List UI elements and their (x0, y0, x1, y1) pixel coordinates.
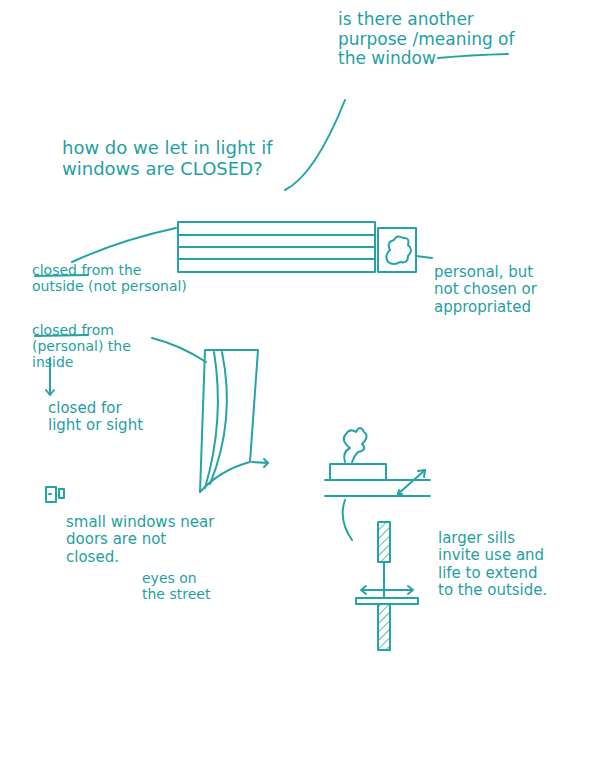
handwritten-note: personal, but not chosen or appropriated (434, 264, 559, 316)
arrow-head (361, 586, 366, 594)
plant-symbol (386, 236, 411, 264)
wall-section (378, 522, 390, 562)
handwritten-note: closed from the outside (not personal) (32, 262, 197, 294)
handwritten-note: how do we let in light if windows are CL… (62, 138, 277, 179)
blind-slat (178, 234, 375, 236)
plant-symbol (344, 428, 367, 462)
leader-line (285, 100, 345, 190)
underline (438, 54, 508, 58)
sill-line (325, 495, 430, 497)
blind-slat (178, 258, 375, 260)
small-window-symbol (59, 489, 64, 498)
arrow-head (408, 586, 413, 594)
door-symbol (46, 487, 56, 502)
blind-slat (178, 246, 375, 248)
arrow-head (264, 459, 268, 467)
handwritten-note: closed for light or sight (48, 400, 148, 435)
plant-window (378, 228, 416, 272)
arrow-head (46, 390, 54, 395)
handwritten-note: small windows near doors are not closed. (66, 514, 216, 566)
leader-line (343, 500, 352, 540)
blinds-window (178, 222, 375, 272)
window-pane (383, 562, 385, 598)
handwritten-note: larger sills invite use and life to exte… (438, 530, 556, 599)
handwritten-note: is there another purpose /meaning of the… (338, 10, 538, 69)
door-knob (49, 493, 51, 495)
leader-line (72, 228, 176, 262)
curtain-fold (210, 352, 227, 484)
arrow-head (418, 470, 425, 477)
handwritten-note: closed from (personal) the inside (32, 322, 150, 370)
arrow (362, 589, 412, 591)
handwritten-note: eyes on the street (142, 570, 217, 602)
curtain (200, 350, 258, 492)
arrow (252, 462, 268, 463)
leader-line (416, 256, 432, 258)
wall-section (378, 604, 390, 650)
planter-box (330, 464, 386, 480)
arrow-head (398, 490, 402, 494)
arrow (398, 470, 425, 494)
leader-line (152, 338, 206, 362)
